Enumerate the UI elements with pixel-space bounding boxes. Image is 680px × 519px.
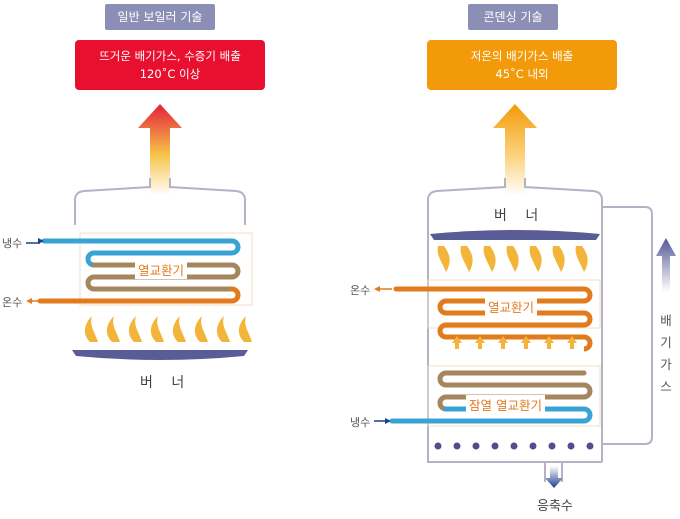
left-exhaust-arrow bbox=[138, 104, 182, 196]
right-exhaust-vertical-arrow bbox=[656, 238, 676, 292]
right-cold-water-label: 냉수 bbox=[350, 416, 371, 429]
right-exhaust-duct bbox=[602, 206, 653, 445]
right-rising-heat-arrows bbox=[452, 336, 577, 349]
right-condensate-arrow bbox=[545, 466, 563, 488]
right-tab-condensing: 콘덴싱 기술 bbox=[468, 4, 558, 30]
right-exhaust-line2: 45˚C 내외 bbox=[495, 67, 549, 81]
right-latent-heat-exchanger-coil bbox=[374, 334, 601, 427]
left-exhaust-line2: 120˚C 이상 bbox=[139, 67, 201, 81]
right-hot-water-label: 온수 bbox=[350, 284, 371, 297]
right-heat-exchanger-label: 열교환기 bbox=[485, 297, 538, 316]
left-tab-label: 일반 보일러 기술 bbox=[117, 10, 203, 24]
right-exhaust-line1: 저온의 배기가스 배출 bbox=[470, 49, 574, 63]
left-heat-exchanger-label: 열교환기 bbox=[135, 260, 188, 279]
left-burner-label: 버 너 bbox=[140, 375, 192, 391]
left-housing-outline bbox=[74, 178, 246, 225]
right-exhaust-box: 저온의 배기가스 배출 45˚C 내외 bbox=[427, 40, 617, 90]
right-burner-label: 버 너 bbox=[494, 208, 546, 224]
left-exhaust-line1: 뜨거운 배기가스, 수증기 배출 bbox=[99, 49, 241, 63]
right-latent-heat-exchanger-label: 잠열 열교환기 bbox=[466, 395, 545, 414]
right-burner-plate bbox=[430, 230, 600, 240]
right-condensate-label: 응축수 bbox=[537, 499, 573, 514]
right-exhaust-vertical-label: 배기가스 bbox=[660, 313, 672, 394]
left-burner-plate bbox=[72, 350, 248, 360]
left-cold-water-label: 냉수 bbox=[2, 237, 23, 250]
left-hot-water-label: 온수 bbox=[2, 296, 23, 309]
left-tab-conventional: 일반 보일러 기술 bbox=[105, 4, 215, 30]
right-flames bbox=[437, 246, 588, 272]
left-flames bbox=[84, 316, 252, 342]
right-tab-label: 콘덴싱 기술 bbox=[483, 10, 543, 24]
right-exhaust-arrow bbox=[493, 104, 537, 196]
left-exhaust-box: 뜨거운 배기가스, 수증기 배출 120˚C 이상 bbox=[75, 40, 265, 90]
right-condensate-drops bbox=[434, 442, 594, 450]
